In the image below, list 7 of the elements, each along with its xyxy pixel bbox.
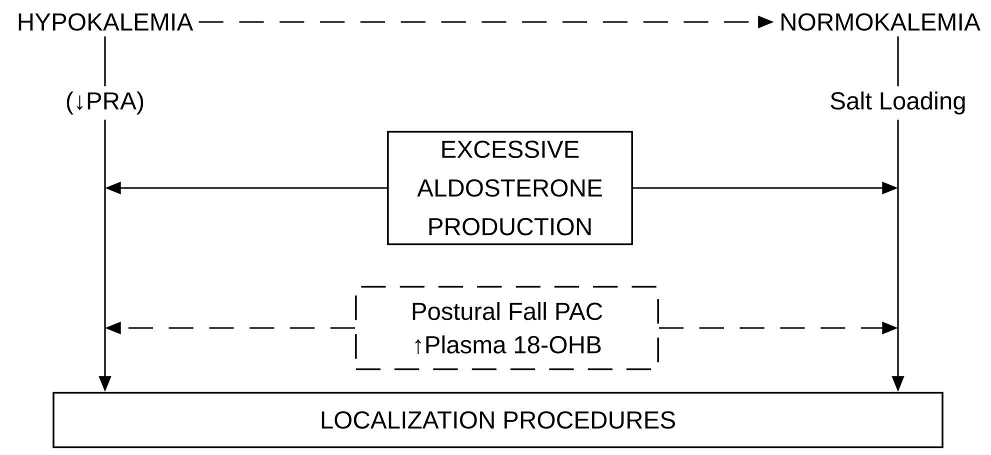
edge-label: Salt Loading (824, 86, 972, 120)
process-box: EXCESSIVE ALDOSTERONE PRODUCTION (387, 130, 633, 246)
node-label: NORMOKALEMIA (782, 13, 980, 31)
edge-label: (↓PRA) (60, 86, 150, 120)
process-box: Postural Fall PAC ↑Plasma 18-OHB (355, 286, 659, 370)
process-box: LOCALIZATION PROCEDURES (52, 392, 944, 448)
node-label: HYPOKALEMIA (18, 13, 194, 31)
